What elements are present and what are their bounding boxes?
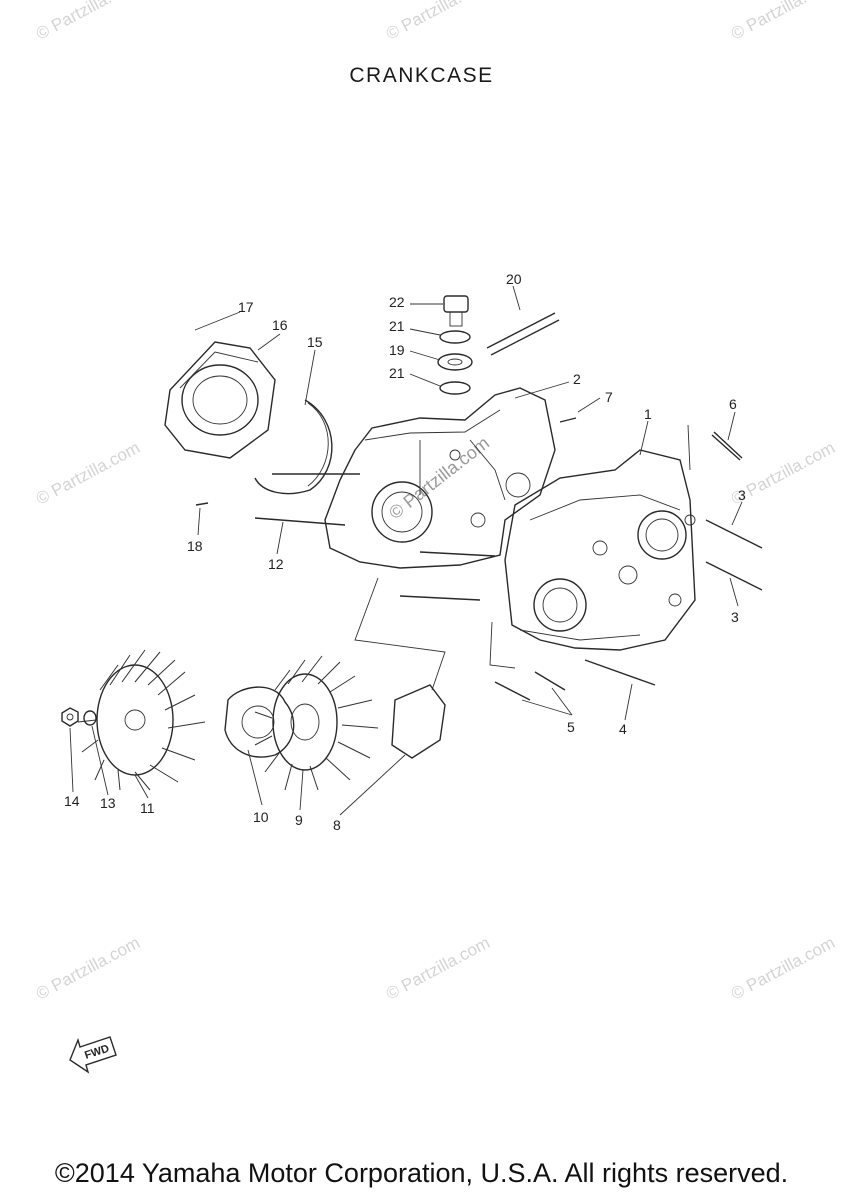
cylinder <box>254 655 379 791</box>
assembly-lines <box>354 424 691 691</box>
studs-and-bolts <box>254 431 763 701</box>
callout-3-upper: 3 <box>738 487 746 503</box>
fwd-arrow: FWD <box>69 1036 117 1074</box>
crankcase-right-half <box>504 449 696 651</box>
nut-and-washer <box>61 707 97 727</box>
o-ring <box>254 399 333 495</box>
crankcase-left-half <box>324 387 556 569</box>
watermark-center: © Partzilla.com <box>385 433 493 523</box>
side-cover <box>164 341 276 459</box>
callout-1: 1 <box>644 406 652 422</box>
callout-10: 10 <box>253 809 269 825</box>
callout-12: 12 <box>268 556 284 572</box>
callout-3-lower: 3 <box>731 609 739 625</box>
callout-15: 15 <box>307 334 323 350</box>
callout-2: 2 <box>573 371 581 387</box>
callout-17: 17 <box>238 299 254 315</box>
watermark: © Partzilla.com <box>728 933 838 1004</box>
callout-18: 18 <box>187 538 203 554</box>
callout-20: 20 <box>506 271 522 287</box>
watermark: © Partzilla.com <box>33 933 143 1004</box>
head-gasket <box>224 686 295 758</box>
cylinder-head <box>77 649 206 791</box>
watermark: © Partzilla.com <box>33 438 143 509</box>
callout-21-upper: 21 <box>389 318 405 334</box>
callout-11: 11 <box>140 800 155 816</box>
callout-8: 8 <box>333 817 341 833</box>
callout-5: 5 <box>567 719 575 735</box>
watermark: © Partzilla.com <box>383 933 493 1004</box>
callout-14: 14 <box>64 793 80 809</box>
callout-4: 4 <box>619 721 627 737</box>
watermark: © Partzilla.com <box>383 0 493 44</box>
callout-9: 9 <box>295 812 303 828</box>
fwd-label: FWD <box>83 1043 111 1062</box>
callout-21-lower: 21 <box>389 365 405 381</box>
callout-6: 6 <box>729 396 737 412</box>
callout-13: 13 <box>100 795 116 811</box>
diagram-title: CRANKCASE <box>349 64 494 87</box>
base-gasket <box>391 684 446 759</box>
watermarks: © Partzilla.com © Partzilla.com © Partzi… <box>33 0 838 1004</box>
callout-16: 16 <box>272 317 288 333</box>
copyright-notice: ©2014 Yamaha Motor Corporation, U.S.A. A… <box>54 1158 789 1188</box>
callout-labels: 1 2 3 3 4 5 6 7 8 9 10 11 12 13 14 15 16… <box>64 271 746 833</box>
callout-19: 19 <box>389 342 405 358</box>
callout-leaders <box>69 285 743 816</box>
callout-22: 22 <box>389 294 405 310</box>
watermark: © Partzilla.com <box>33 0 143 44</box>
watermark: © Partzilla.com <box>728 0 838 44</box>
callout-7: 7 <box>605 389 613 405</box>
drain-plug-stack <box>195 295 577 506</box>
